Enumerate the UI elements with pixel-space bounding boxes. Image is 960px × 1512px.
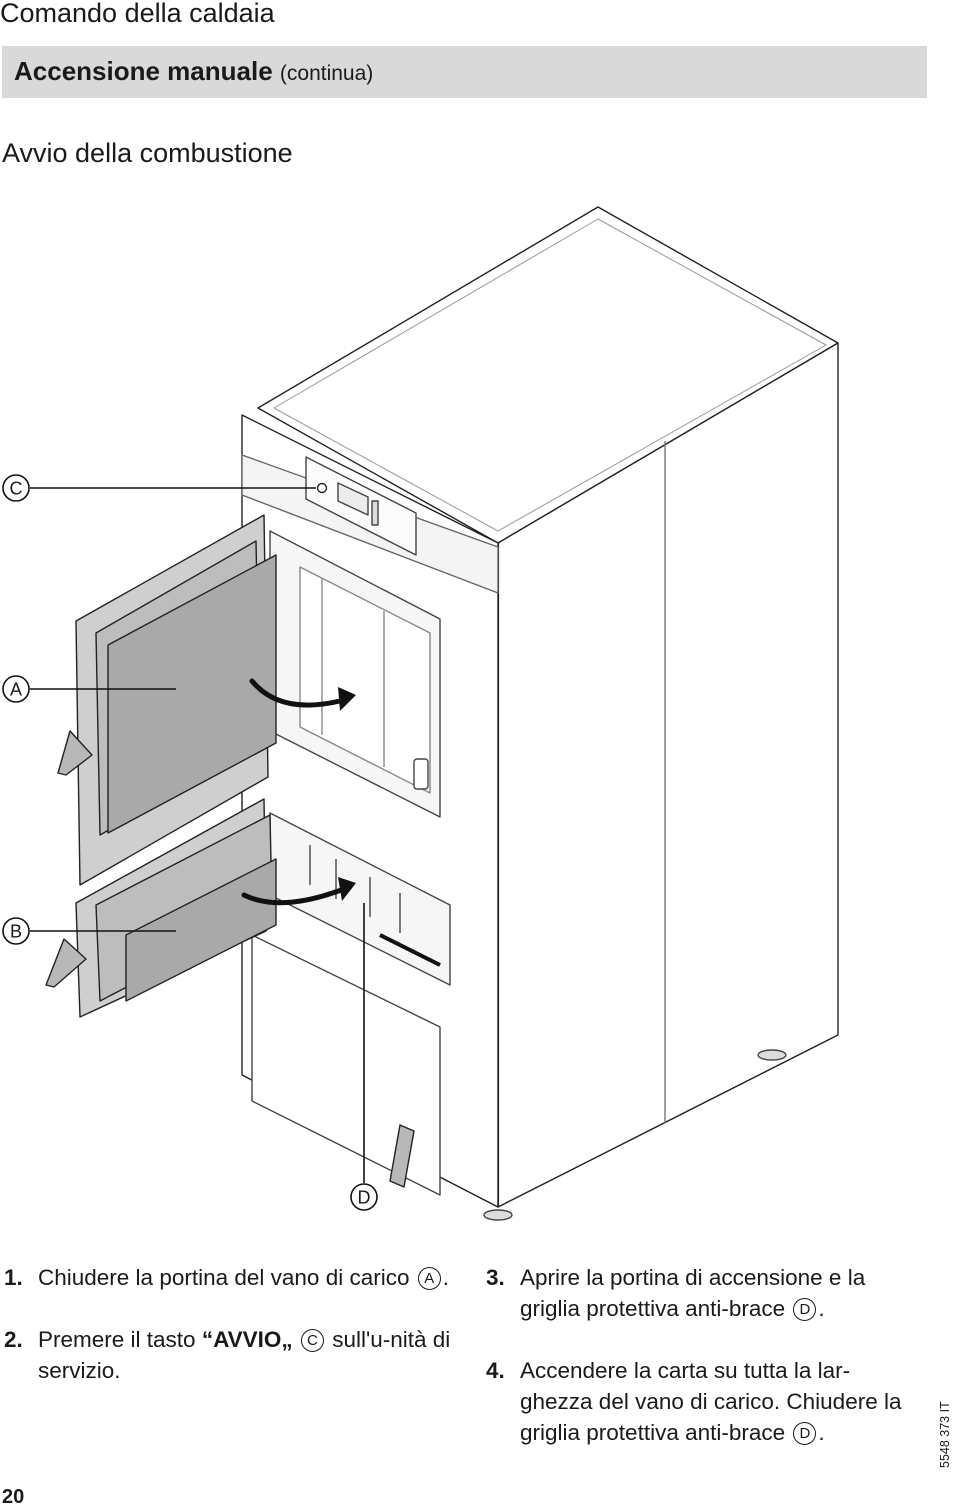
callout-d: D — [350, 1183, 378, 1211]
svg-text:A: A — [10, 680, 22, 700]
step-number: 3. — [486, 1265, 505, 1290]
section-title-main: Accensione manuale — [14, 56, 273, 86]
step-text-part: Premere il tasto — [38, 1327, 202, 1352]
boiler-illustration: C A B D — [0, 195, 960, 1235]
callout-ref-d: D — [793, 1298, 817, 1321]
running-head: Comando della caldaia — [0, 0, 275, 28]
svg-text:D: D — [358, 1188, 371, 1208]
section-title-sub: (continua) — [279, 62, 374, 85]
step-text-part: . — [442, 1265, 449, 1290]
section-header-bar: Accensione manuale (continua) — [2, 46, 927, 98]
step-text-part: Accendere la carta su tutta la lar-ghezz… — [520, 1358, 902, 1445]
callout-b: B — [2, 917, 30, 945]
ash-door — [251, 934, 441, 1196]
steps-column-right: 3. Aprire la portina di accensione e la … — [486, 1262, 916, 1479]
step-4: 4. Accendere la carta su tutta la lar-gh… — [486, 1355, 916, 1448]
step-text-part: . — [818, 1296, 825, 1321]
step-number: 2. — [4, 1327, 23, 1352]
step-text-part: . — [818, 1420, 825, 1445]
step-text: Chiudere la portina del vano di carico A… — [38, 1265, 449, 1290]
step-2: 2. Premere il tasto “AVVIO„ C sull'u-nit… — [4, 1324, 454, 1386]
step-number: 1. — [4, 1265, 23, 1290]
svg-text:B: B — [10, 922, 22, 942]
step-number: 4. — [486, 1358, 505, 1383]
step-1: 1. Chiudere la portina del vano di caric… — [4, 1262, 454, 1293]
close-arrow-icons — [241, 678, 347, 906]
step-text: Aprire la portina di accensione e la gri… — [520, 1265, 865, 1321]
step-text-part: Aprire la portina di accensione e la gri… — [520, 1265, 866, 1321]
callout-ref-d: D — [793, 1422, 817, 1445]
callout-a: A — [2, 675, 30, 703]
step-text-part — [293, 1327, 299, 1352]
step-text: Accendere la carta su tutta la lar-ghezz… — [520, 1358, 901, 1445]
section-title: Accensione manuale (continua) — [14, 56, 373, 87]
steps-column-left: 1. Chiudere la portina del vano di caric… — [4, 1262, 454, 1417]
document-code: 5548 373 IT — [938, 1401, 952, 1468]
button-name: “AVVIO„ — [201, 1327, 293, 1352]
svg-text:C: C — [10, 479, 23, 499]
callout-ref-c: C — [300, 1329, 324, 1352]
step-text: Premere il tasto “AVVIO„ C sull'u-nità d… — [38, 1327, 450, 1383]
page-number: 20 — [2, 1486, 25, 1508]
callout-c: C — [2, 474, 30, 502]
step-text-part: sull'u-nità di servizio. — [38, 1327, 451, 1383]
step-3: 3. Aprire la portina di accensione e la … — [486, 1262, 916, 1324]
step-text-part: Chiudere la portina del vano di carico — [38, 1265, 416, 1290]
subsection-title: Avvio della combustione — [2, 138, 293, 168]
callout-ref-a: A — [417, 1267, 441, 1290]
